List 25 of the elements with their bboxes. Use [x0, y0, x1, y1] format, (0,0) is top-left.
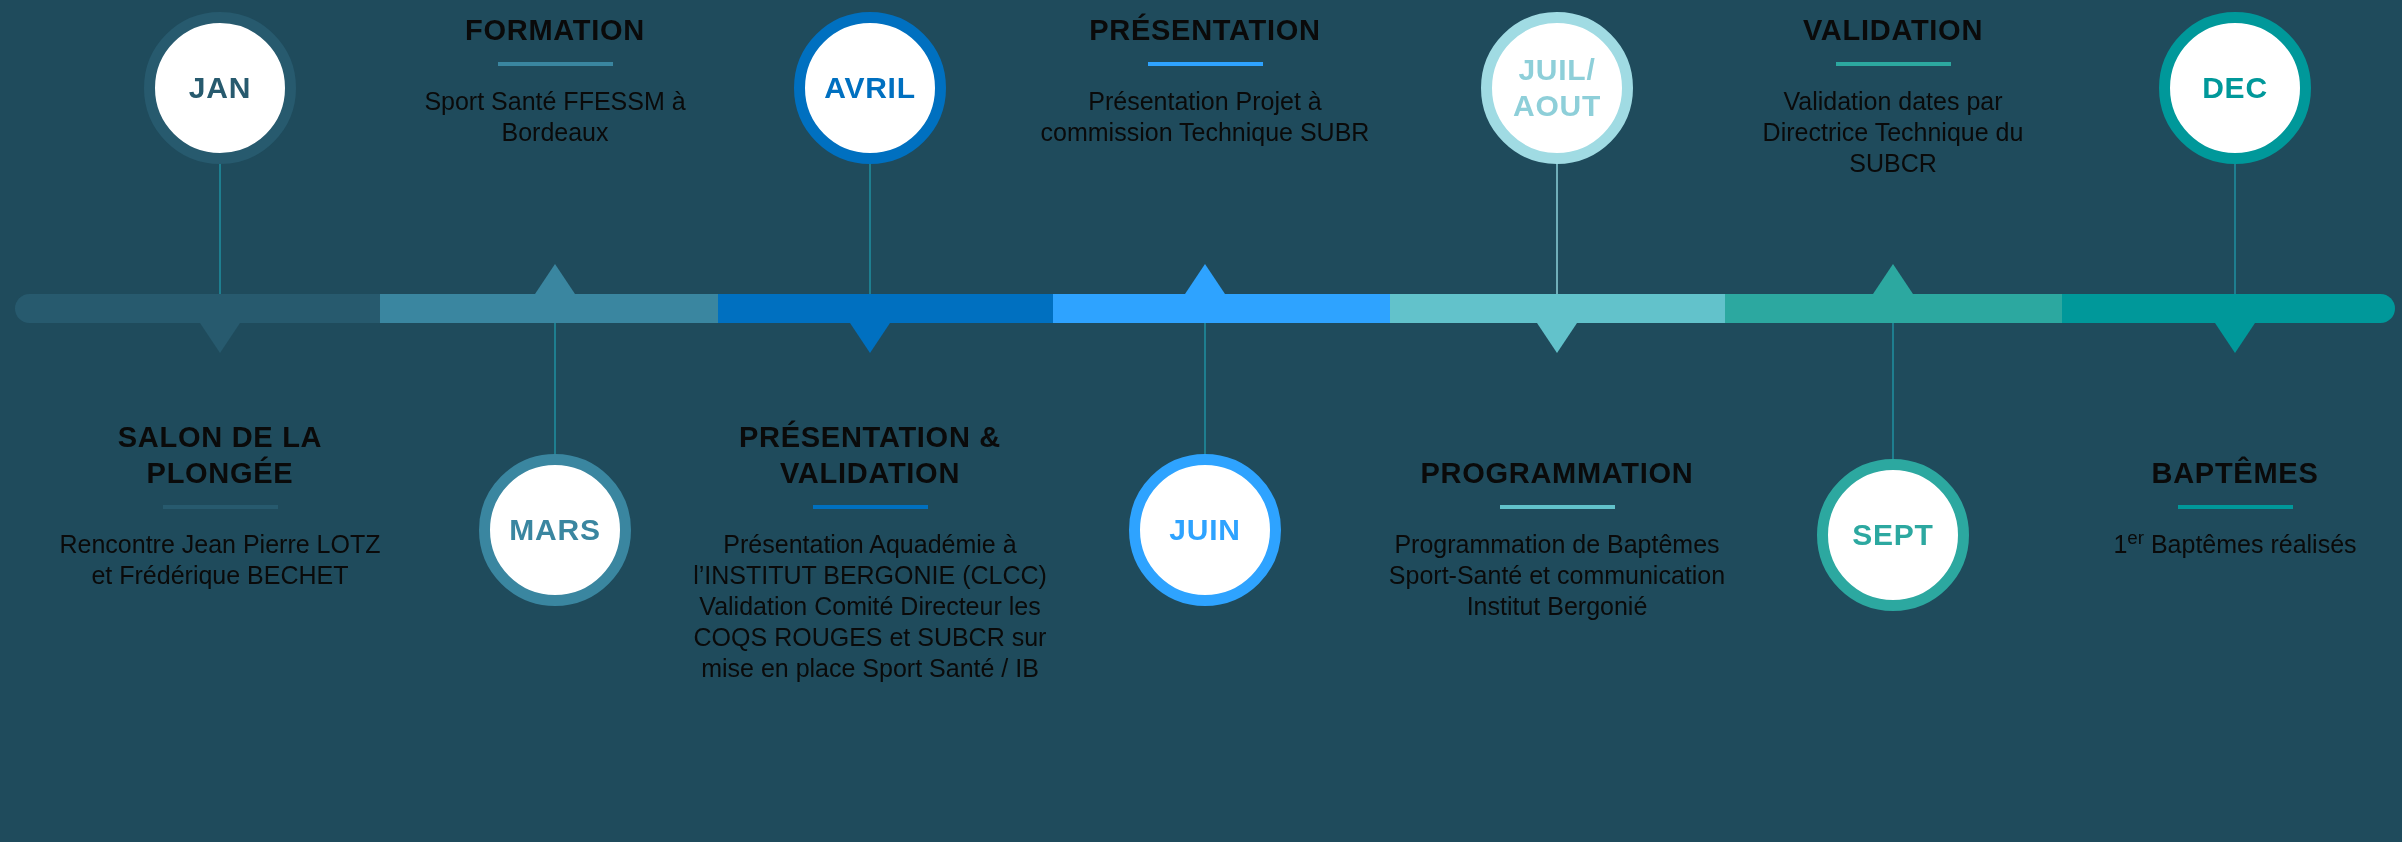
leader-line	[869, 163, 871, 295]
event-description: Présentation Projet à commission Technique SUBR	[1040, 86, 1370, 148]
event-title: FORMATION	[465, 13, 645, 48]
event-title: PRÉSENTATION & VALIDATION	[738, 419, 1002, 491]
leader-line	[219, 163, 221, 295]
event-title: VALIDATION	[1802, 13, 1984, 48]
event-title: SALON DE LA PLONGÉE	[116, 420, 324, 491]
month-label: JAN	[187, 70, 253, 106]
month-label: JUIL/ AOUT	[1512, 52, 1602, 124]
event-title: BAPTÊMES	[2151, 455, 2319, 491]
event-title: PRÉSENTATION	[1089, 12, 1321, 48]
leader-line	[1556, 163, 1558, 295]
event-description: Programmation de Baptêmes Sport-Santé et communication Institut Bergonié	[1387, 529, 1727, 622]
event-description: Validation dates par Directrice Technique du SUBCR	[1761, 86, 2025, 179]
event-description: Sport Santé FFESSM à Bordeaux	[423, 86, 687, 148]
month-label: AVRIL	[823, 70, 917, 106]
event-description: 1$^{er}$ Baptêmes réalisés	[2113, 529, 2357, 560]
event-description: Rencontre Jean Pierre LOTZ et Frédérique BECHET	[58, 529, 382, 591]
month-label: JUIN	[1168, 512, 1242, 548]
month-label: SEPT	[1851, 517, 1935, 553]
event-description: Présentation Aquadémie à l’INSTITUT BERGONIE (CLCC) Validation Comité Directeur les COQS ROUGES et SUBCR sur mise en place Sport Santé / IB	[692, 529, 1048, 684]
month-label: DEC	[2201, 70, 2269, 106]
month-label: MARS	[508, 512, 602, 548]
event-title: PROGRAMMATION	[1420, 456, 1694, 491]
leader-line	[2234, 163, 2236, 295]
